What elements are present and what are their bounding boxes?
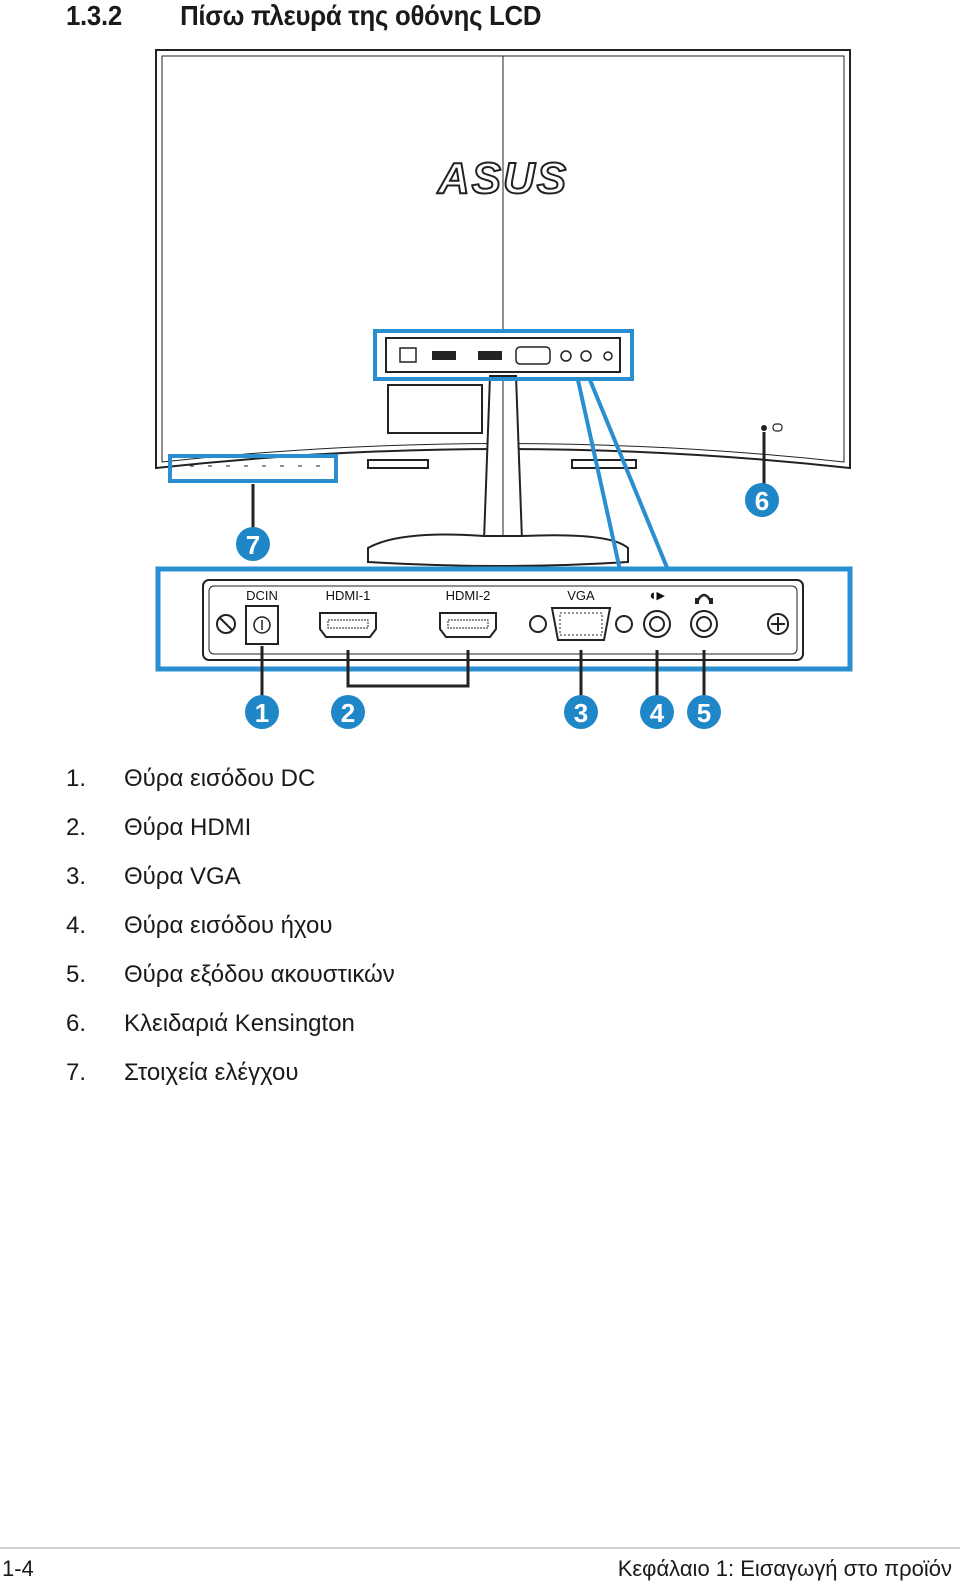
- hdmi1-port: [319, 612, 377, 638]
- dcin-label: DCIN: [246, 588, 278, 603]
- legend-item: 7.Στοιχεία ελέγχου: [66, 1059, 299, 1086]
- vga-label: VGA: [567, 588, 595, 603]
- page-number: 1-4: [2, 1556, 34, 1581]
- screw-icon: [216, 614, 236, 634]
- svg-text:1: 1: [255, 698, 269, 728]
- svg-text:2: 2: [341, 698, 355, 728]
- legend-item: 2.Θύρα HDMI: [66, 814, 252, 841]
- port-strip-small: [373, 329, 634, 381]
- section-number: 1.3.2: [66, 0, 122, 31]
- hdmi1-label: HDMI-1: [326, 588, 371, 603]
- leader-lines: [260, 646, 706, 696]
- control-buttons-highlight: [168, 454, 338, 483]
- asus-logo: ASUS: [436, 153, 568, 204]
- callout-4: 4: [640, 695, 674, 729]
- monitor-stand: [367, 375, 629, 570]
- footer-divider: [0, 1547, 960, 1549]
- port-panel-enlarged: DCIN HDMI-1 HDMI-2 VGA ◖▸: [155, 566, 853, 672]
- hdmi2-label: HDMI-2: [446, 588, 491, 603]
- kensington-lock: [761, 423, 783, 490]
- svg-text:4: 4: [650, 698, 665, 728]
- chapter-title: Κεφάλαιο 1: Εισαγωγή στο προϊόν: [617, 1556, 952, 1581]
- zoom-lines: [576, 379, 670, 571]
- port-panel-highlight: [155, 566, 853, 672]
- callout-1: 1: [245, 695, 279, 729]
- control-buttons: [168, 454, 338, 530]
- callout-6: 6: [745, 483, 779, 517]
- port-legend: 1.Θύρα εισόδου DC 2.Θύρα HDMI 3.Θύρα VGA…: [66, 765, 395, 1108]
- dc-port: [245, 605, 279, 645]
- audio-in-port: [643, 610, 671, 638]
- callout-7: 7: [236, 527, 270, 561]
- legend-item: 3.Θύρα VGA: [66, 863, 241, 890]
- headphone-port: [690, 610, 718, 638]
- monitor-rear-diagram: ASUS 6 7: [155, 49, 853, 729]
- legend-item: 1.Θύρα εισόδου DC: [66, 765, 316, 792]
- asus-logo-text: ASUS: [437, 154, 568, 203]
- callout-5: 5: [687, 695, 721, 729]
- section-heading: 1.3.2 Πίσω πλευρά της οθόνης LCD: [66, 0, 541, 36]
- port-strip-highlight: [373, 329, 634, 381]
- callout-2: 2: [331, 695, 365, 729]
- screw-plus-icon: [767, 613, 789, 635]
- audio-in-icon: ◖▸: [648, 587, 666, 604]
- hdmi2-port: [439, 612, 497, 638]
- legend-item: 4.Θύρα εισόδου ήχου: [66, 912, 333, 939]
- svg-text:5: 5: [697, 698, 711, 728]
- svg-text:7: 7: [246, 530, 260, 560]
- callout-3: 3: [564, 695, 598, 729]
- section-title: Πίσω πλευρά της οθόνης LCD: [180, 0, 542, 31]
- legend-item: 6.Κλειδαριά Kensington: [66, 1010, 355, 1037]
- vga-port: [550, 607, 612, 641]
- legend-item: 5.Θύρα εξόδου ακουστικών: [66, 961, 395, 988]
- svg-text:3: 3: [574, 698, 588, 728]
- svg-text:6: 6: [755, 486, 769, 516]
